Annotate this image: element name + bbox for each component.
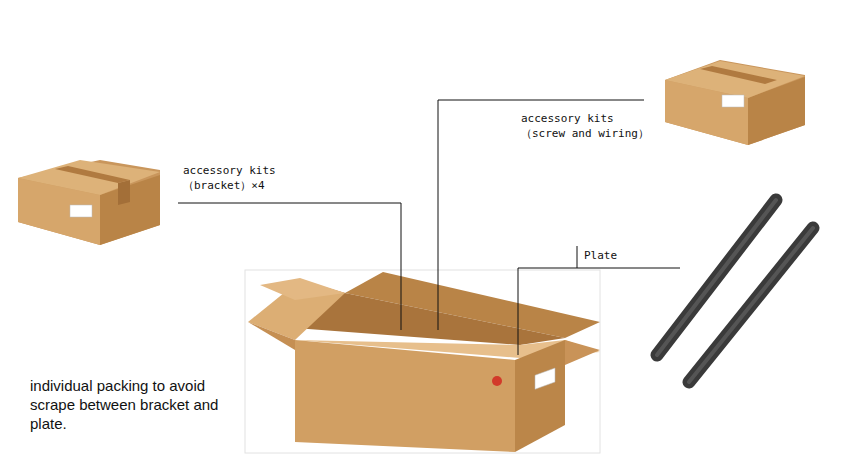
part-label: accessory kits （screw and wiring） [521,111,661,141]
note-text: individual packing to avoid scrape betwe… [30,376,235,433]
leader-lines [178,100,680,355]
screw-box [665,60,805,145]
part-label: accessory kits （bracket）×4 [183,163,295,193]
part-label: Plate [584,248,617,263]
bracket-box [18,160,160,245]
main-carton [248,272,600,452]
plate-bars [657,200,813,382]
